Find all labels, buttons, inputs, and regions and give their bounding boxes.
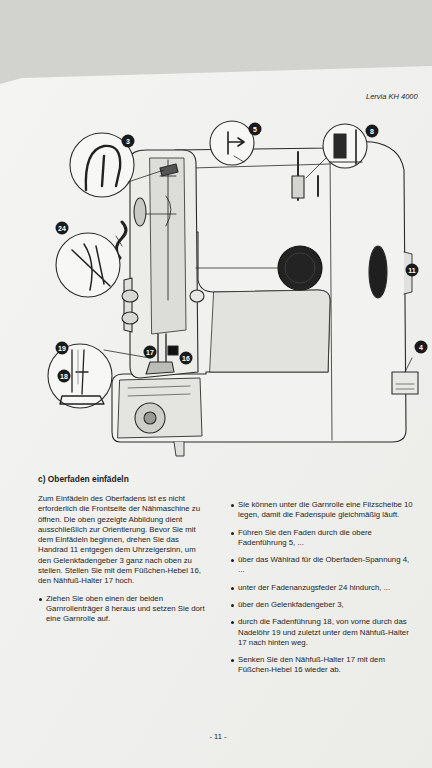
bullet-dot xyxy=(231,604,234,607)
spool-detail xyxy=(334,134,346,158)
inset-spool-pin xyxy=(323,124,367,168)
callout-number: 24 xyxy=(56,222,69,235)
page-number: - 11 - xyxy=(196,732,240,742)
machine-body xyxy=(112,142,406,442)
bullet-item: über den Gelenkfadengeber 3, xyxy=(238,600,416,610)
reverse-button xyxy=(190,290,204,302)
leader-line xyxy=(128,170,164,182)
tension-dial xyxy=(134,198,146,226)
bullet-item: Ziehen Sie oben einen der beiden Garnrol… xyxy=(46,594,210,625)
leader-line xyxy=(146,214,176,215)
side-knob xyxy=(122,290,138,302)
machine-head xyxy=(130,150,198,378)
bobbin-cover xyxy=(135,403,165,433)
callout-number: 8 xyxy=(366,125,379,138)
bullet-dot xyxy=(231,621,234,624)
leader-line xyxy=(405,358,412,372)
bullet-dot xyxy=(39,598,42,601)
plate-guide-lines xyxy=(128,386,190,396)
bullet-dot xyxy=(231,504,234,507)
base-foot xyxy=(174,442,184,456)
body-paragraph: Zum Einfädeln des Oberfadens ist es nich… xyxy=(38,494,210,587)
inset-thread-guide xyxy=(210,121,254,165)
callout-number: 17 xyxy=(144,346,157,359)
presser-foot xyxy=(146,362,174,374)
check-spring-detail xyxy=(72,244,110,290)
leader-line xyxy=(116,236,122,246)
needle-plate xyxy=(118,378,202,438)
head-front-panel xyxy=(150,158,186,334)
leader-line xyxy=(234,156,244,162)
thread-guide-detail xyxy=(228,132,244,154)
thread-channel xyxy=(160,160,176,300)
callout-number: 18 xyxy=(58,370,71,383)
bullet-item: unter der Fadenanzugsfeder 24 hindurch, … xyxy=(238,583,416,593)
side-knob xyxy=(122,312,138,324)
leader-line xyxy=(306,158,326,178)
page-header: Lervia KH 4000 xyxy=(366,92,430,102)
section-heading: c) Oberfaden einfädeln xyxy=(38,474,213,485)
callout-number: 11 xyxy=(406,264,419,277)
handwheel xyxy=(369,246,387,298)
callout-number: 4 xyxy=(415,341,428,354)
inset-take-up-lever xyxy=(70,133,134,197)
inset-check-spring xyxy=(56,233,120,297)
needle-bar xyxy=(158,334,166,364)
callout-number: 19 xyxy=(56,342,69,355)
bullet-item: Senken Sie den Nähfuß-Halter 17 mit dem … xyxy=(238,655,416,676)
callout-number: 5 xyxy=(249,123,262,136)
callout-number: 3 xyxy=(122,135,135,148)
inset-needle-eye xyxy=(48,344,112,408)
leader-line xyxy=(196,268,278,269)
bullet-dot xyxy=(231,587,234,590)
bullet-dot xyxy=(231,532,234,535)
bullet-item: durch die Fadenführung 18, von vorne dur… xyxy=(238,617,416,648)
felt-disc-detail xyxy=(330,161,362,162)
needle-clamp xyxy=(168,346,178,355)
arm-opening xyxy=(210,290,330,372)
paper-page xyxy=(0,66,432,768)
spool-pin-detail xyxy=(355,130,357,164)
bullet-dot xyxy=(231,659,234,662)
stitch-selector-dial xyxy=(278,246,322,290)
bullet-dot xyxy=(231,559,234,562)
bullet-item: Sie können unter die Garnrolle eine Filz… xyxy=(238,500,416,521)
take-up-lever-detail xyxy=(86,146,120,190)
bobbin xyxy=(144,412,156,424)
spool xyxy=(292,176,304,198)
cover-seam xyxy=(192,148,332,440)
stitch-table-plate xyxy=(392,372,418,394)
dial-ring xyxy=(285,253,315,283)
bullet-item: Führen Sie den Faden durch die obere Fad… xyxy=(238,528,416,549)
bullet-item: über das Wählrad für die Oberfaden-Spann… xyxy=(238,555,416,576)
stitch-table-lines xyxy=(396,384,414,389)
take-up-lever xyxy=(160,164,178,176)
needle-thread xyxy=(78,350,79,384)
callout-number: 16 xyxy=(180,352,193,365)
